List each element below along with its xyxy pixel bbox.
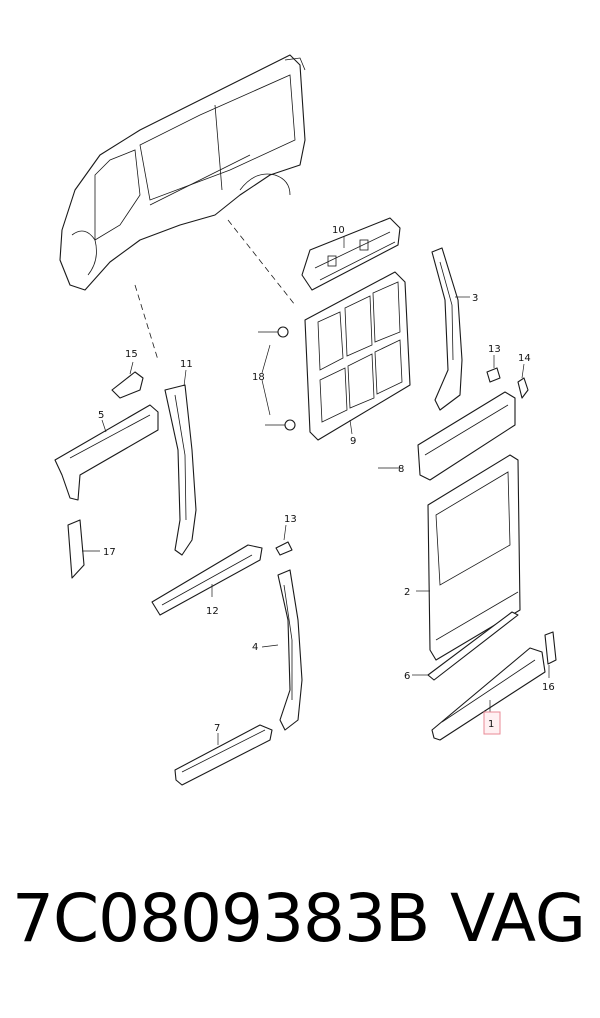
- callout-17: 17: [103, 547, 116, 558]
- part-7-sill: [174, 724, 273, 786]
- part-15-bracket: [111, 371, 144, 399]
- footer: 7C0809383B VAG: [0, 880, 600, 990]
- part-4-pillar: [277, 569, 303, 731]
- part-13-clip-lower: [275, 541, 293, 556]
- callout-15: 15: [125, 349, 138, 360]
- leader-lines: [82, 236, 550, 745]
- callout-10: 10: [332, 225, 345, 236]
- callout-1-highlight: [483, 711, 501, 735]
- callout-8: 8: [398, 464, 404, 475]
- callout-2: 2: [404, 587, 410, 598]
- callout-12: 12: [206, 606, 219, 617]
- callout-13-lower: 13: [284, 514, 297, 525]
- part-5-cross-member: [54, 404, 159, 501]
- part-17-bracket: [67, 519, 85, 579]
- callout-9: 9: [350, 436, 356, 447]
- part-2-side-panel: [427, 454, 521, 661]
- part-13-clip-upper: [486, 367, 501, 383]
- callout-13-upper: 13: [488, 344, 501, 355]
- parts-diagram: 10 3 13 14 18 9 8 2 6 1 16 15 5 11 17 13…: [54, 54, 557, 786]
- part-11-pillar: [164, 384, 197, 556]
- callout-5: 5: [98, 410, 104, 421]
- van-body: [59, 54, 306, 291]
- callout-7: 7: [214, 723, 220, 734]
- part-12-sill: [151, 544, 263, 616]
- part-10-header-bracket: [301, 217, 401, 291]
- callout-3: 3: [472, 293, 478, 304]
- callout-4: 4: [252, 642, 258, 653]
- part-18-bolts: [258, 326, 296, 431]
- callout-6: 6: [404, 671, 410, 682]
- part-8-trim: [417, 391, 516, 481]
- callout-1: 1: [488, 719, 494, 730]
- part-1-sill-panel: [431, 647, 546, 741]
- callout-16: 16: [542, 682, 555, 693]
- callout-18: 18: [252, 372, 265, 383]
- part-14-clip: [517, 377, 529, 399]
- guide-lines: [134, 219, 296, 361]
- callouts: 10 3 13 14 18 9 8 2 6 1 16 15 5 11 17 13…: [98, 225, 555, 735]
- part-16-bracket: [544, 631, 557, 665]
- part-6-sill-strip: [427, 611, 519, 681]
- part-3-pillar: [431, 247, 463, 411]
- callout-11: 11: [180, 359, 193, 370]
- brand-label: VAG: [449, 880, 586, 957]
- callout-14: 14: [518, 353, 531, 364]
- part-9-door-panel: [304, 271, 411, 441]
- part-number: 7C0809383B: [12, 880, 430, 957]
